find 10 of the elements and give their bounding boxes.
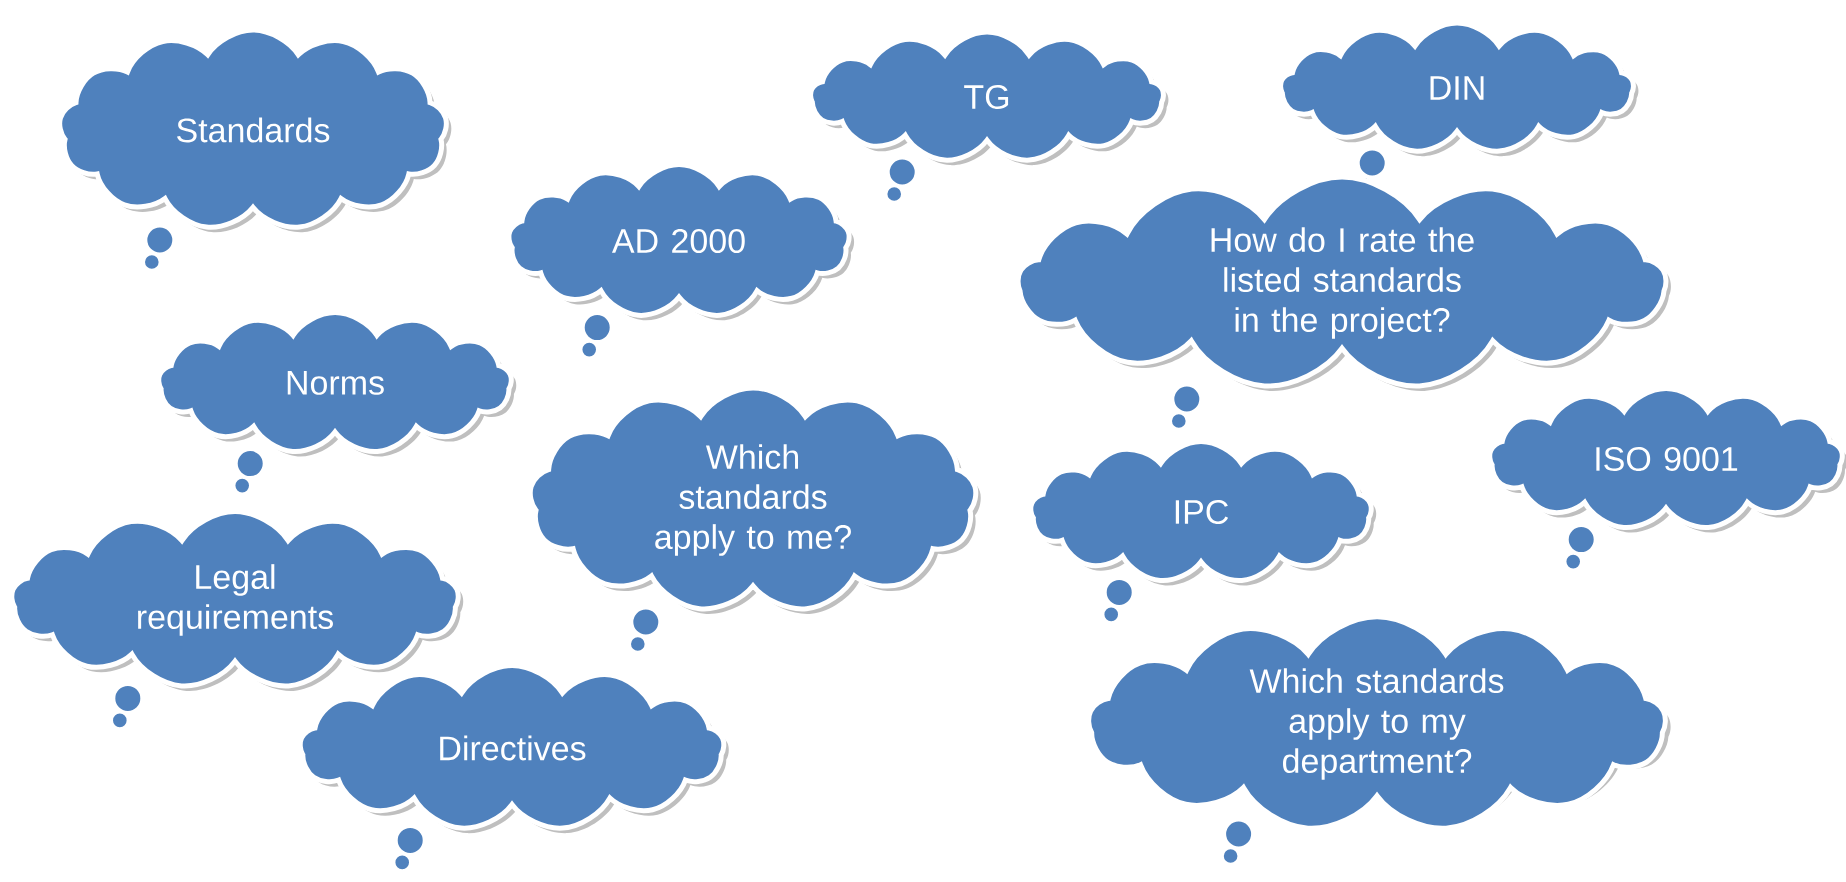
thought-bubble: Legal requirements — [9, 509, 464, 730]
thought-bubble: AD 2000 — [506, 162, 855, 359]
thought-bubble: ISO 9001 — [1487, 386, 1846, 571]
thought-bubble: TG — [808, 29, 1169, 204]
thought-bubble: IPC — [1028, 439, 1377, 624]
thought-bubble: Which standards apply to my department? — [1086, 614, 1671, 866]
thought-bubble: Norms — [156, 310, 517, 495]
thought-bubble: Standards — [57, 27, 452, 272]
thought-bubble: Which standards apply to me? — [527, 385, 981, 654]
thought-bubble: Directives — [297, 663, 729, 872]
